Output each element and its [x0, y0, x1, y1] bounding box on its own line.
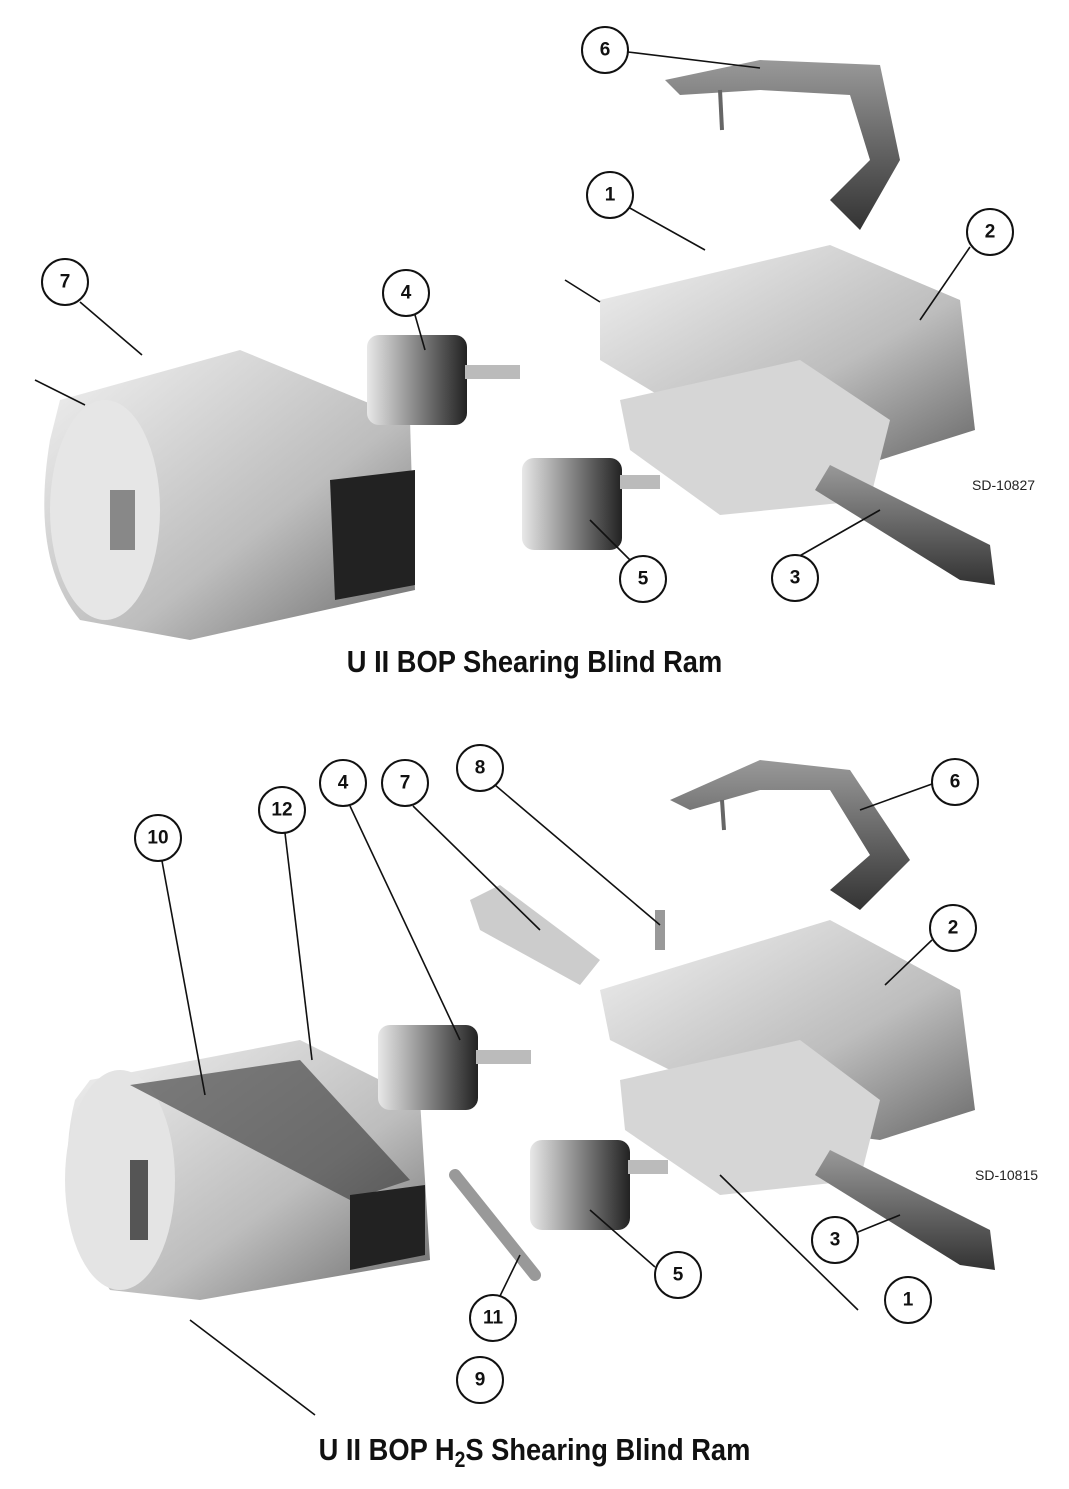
svg-text:7: 7 [60, 272, 71, 293]
svg-text:4: 4 [338, 773, 349, 794]
callout-4: 4 [319, 759, 367, 807]
leader-line [284, 832, 313, 1061]
bracket-line [189, 1319, 316, 1416]
svg-text:6: 6 [600, 40, 611, 61]
leader-line [589, 1209, 656, 1268]
leader-line [412, 805, 541, 931]
bracket-line [34, 379, 86, 406]
top-ram-body-7 [44, 350, 416, 640]
callout-3: 3 [771, 554, 819, 602]
drawing-number: SD-10827 [972, 477, 1035, 493]
title-suffix: S Shearing Blind Ram [465, 1432, 751, 1467]
leader-line [161, 860, 206, 1096]
top-upper-ram-1 [600, 245, 995, 585]
bottom-upper-ram-1 [600, 920, 995, 1270]
callout-2: 2 [966, 208, 1014, 256]
svg-text:3: 3 [830, 1230, 841, 1251]
bottom-pin-8 [655, 910, 665, 950]
callout-4: 4 [382, 269, 430, 317]
top-figure-title: U II BOP Shearing Blind Ram [346, 644, 723, 679]
title-prefix: U II BOP H [318, 1432, 455, 1467]
svg-text:2: 2 [985, 222, 996, 243]
callout-3: 3 [811, 1216, 859, 1264]
svg-text:5: 5 [638, 569, 649, 590]
bottom-ram-body-9 [65, 1040, 430, 1300]
svg-text:10: 10 [147, 828, 168, 849]
leader-line [349, 805, 461, 1041]
svg-text:1: 1 [605, 185, 616, 206]
title-subscript: 2 [454, 1447, 466, 1473]
bracket-line [719, 1174, 859, 1311]
svg-text:6: 6 [950, 772, 961, 793]
callout-6: 6 [931, 758, 979, 806]
bracket-line [564, 279, 601, 303]
bottom-insert-7 [470, 885, 600, 985]
top-seal-6 [665, 60, 900, 230]
top-block-5 [522, 458, 660, 550]
leader-line [494, 784, 661, 926]
callout-2: 2 [929, 904, 977, 952]
svg-text:12: 12 [271, 800, 292, 821]
svg-text:5: 5 [673, 1265, 684, 1286]
callout-5: 5 [619, 555, 667, 603]
callout-11: 11 [469, 1294, 517, 1342]
bottom-block-4 [378, 1025, 531, 1110]
callout-6: 6 [581, 26, 629, 74]
svg-text:2: 2 [948, 918, 959, 939]
callout-10: 10 [134, 814, 182, 862]
top-block-4 [367, 335, 520, 425]
callout-12: 12 [258, 786, 306, 834]
svg-text:11: 11 [483, 1308, 504, 1329]
callout-7: 7 [381, 759, 429, 807]
svg-text:9: 9 [475, 1370, 486, 1391]
leader-line [499, 1254, 521, 1297]
leader-line [627, 51, 761, 69]
callout-1: 1 [884, 1276, 932, 1324]
callout-8: 8 [456, 744, 504, 792]
callout-7: 7 [41, 258, 89, 306]
leader-line [919, 246, 971, 321]
leader-line [859, 783, 933, 811]
svg-text:1: 1 [903, 1290, 914, 1311]
leader-line [627, 206, 706, 251]
svg-text:8: 8 [475, 758, 486, 779]
callout-5: 5 [654, 1251, 702, 1299]
bottom-seal-6 [670, 760, 910, 910]
leader-line [857, 1214, 901, 1233]
svg-text:4: 4 [401, 283, 412, 304]
bottom-block-5 [530, 1140, 668, 1230]
leader-line [884, 939, 933, 986]
svg-text:3: 3 [790, 568, 801, 589]
leader-line [414, 314, 426, 351]
bottom-figure-title: U II BOP H2S Shearing Blind Ram [64, 1432, 1005, 1473]
leader-line [79, 301, 143, 356]
leader-line [589, 519, 631, 561]
drawing-number: SD-10815 [975, 1167, 1038, 1183]
svg-text:7: 7 [400, 773, 411, 794]
callout-9: 9 [456, 1356, 504, 1404]
callout-1: 1 [586, 171, 634, 219]
bottom-rod-11 [449, 1169, 541, 1281]
